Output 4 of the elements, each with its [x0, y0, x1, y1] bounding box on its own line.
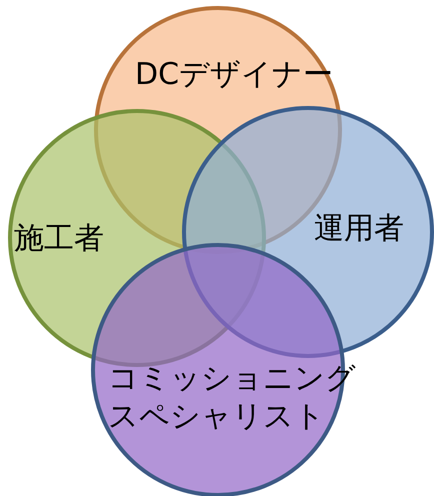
circle-label: コミッショニングスペシャリスト [108, 360, 357, 435]
circle-label: DCデザイナー [135, 56, 334, 94]
circle-label: 運用者 [314, 210, 404, 248]
circle-label: 施工者 [14, 220, 104, 258]
